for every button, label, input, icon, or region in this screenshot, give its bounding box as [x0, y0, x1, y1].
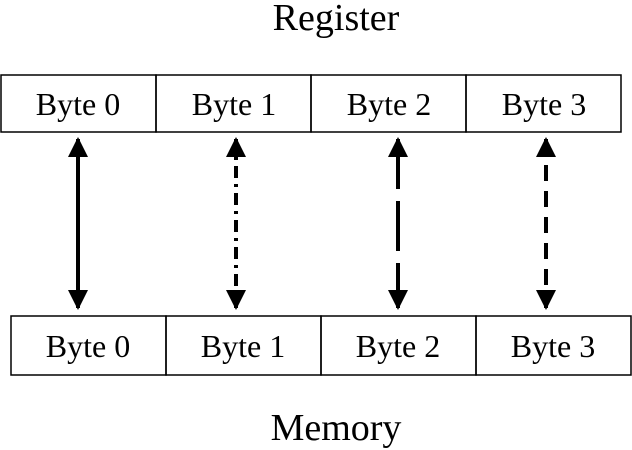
memory-title: Memory — [271, 407, 402, 449]
memory-byte-1-label: Byte 1 — [201, 328, 285, 364]
memory-byte-3-cell — [475, 315, 632, 376]
memory-byte-2-label: Byte 2 — [356, 328, 440, 364]
register-byte-1-label: Byte 1 — [192, 86, 276, 122]
memory-row: Byte 0 Byte 1 Byte 2 Byte 3 — [10, 315, 632, 376]
register-byte-0-label: Byte 0 — [36, 86, 120, 122]
register-byte-3-label: Byte 3 — [502, 86, 586, 122]
register-byte-2-label: Byte 2 — [347, 86, 431, 122]
register-title: Register — [273, 0, 400, 39]
register-row: Byte 0 Byte 1 Byte 2 Byte 3 — [0, 74, 622, 133]
connector-arrows — [68, 137, 556, 310]
memory-byte-3-label: Byte 3 — [511, 328, 595, 364]
memory-byte-0-label: Byte 0 — [46, 328, 130, 364]
register-byte-3-cell — [465, 74, 622, 133]
